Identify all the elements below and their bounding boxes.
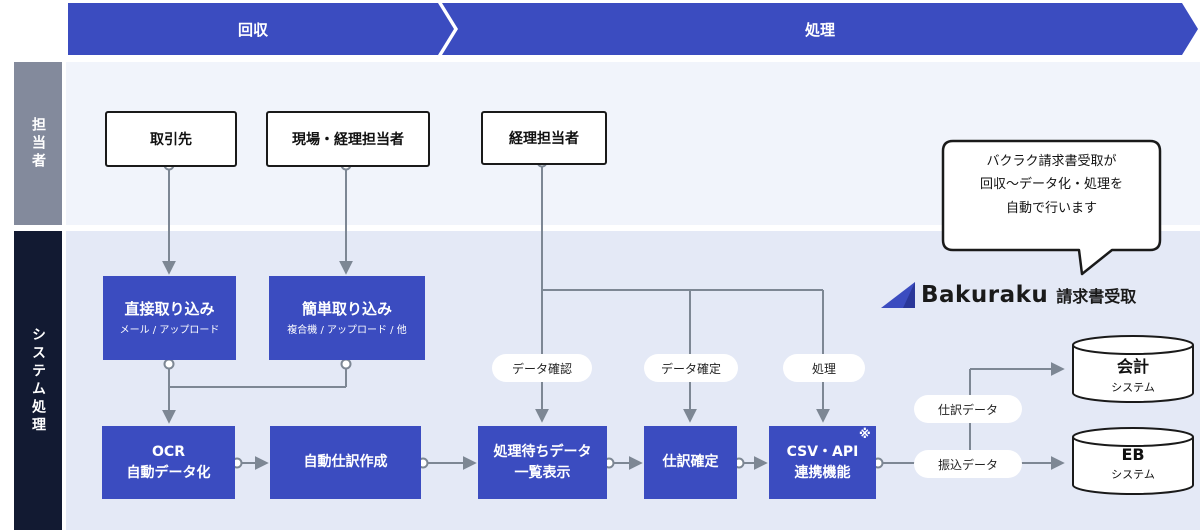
phase-arrows [68, 3, 1198, 55]
phase-collect-label: 回収 [237, 20, 268, 39]
pill-journal-data: 仕訳データ [914, 395, 1022, 423]
easy-import-title: 簡単取り込み [301, 300, 392, 319]
process-pending-list: 処理待ちデータ 一覧表示 [478, 426, 607, 499]
actor-accounting: 経理担当者 [481, 111, 607, 165]
pill-process: 処理 [783, 354, 865, 382]
pill-data-check: データ確認 [492, 354, 592, 382]
phase-process-label: 処理 [804, 20, 835, 39]
lane-system-bg [66, 231, 1200, 530]
easy-import-sub: 複合機 / アップロード / 他 [287, 324, 407, 336]
system-eb: EB システム [1073, 445, 1193, 482]
pending-line1: 処理待ちデータ [493, 444, 592, 461]
actor-supplier: 取引先 [105, 111, 237, 167]
phase-collect-arrow [68, 3, 454, 55]
brand-logo: Bakuraku 請求書受取 [881, 282, 1136, 308]
pill-transfer-data: 振込データ [914, 450, 1022, 478]
system-accounting: 会計 システム [1073, 353, 1193, 395]
bubble-line3: 自動で行います [1005, 200, 1097, 216]
process-auto-journal: 自動仕訳作成 [270, 426, 421, 499]
eb-system-title: EB [1121, 445, 1145, 464]
csv-line2: 連携機能 [794, 464, 851, 481]
brand-product: 請求書受取 [1056, 287, 1137, 306]
ocr-line2: 自動データ化 [126, 464, 211, 481]
speech-bubble-text: バクラク請求書受取が 回収〜データ化・処理を 自動で行います [945, 150, 1158, 220]
direct-import-title: 直接取り込み [124, 300, 215, 319]
lane-staff-label: 担当者 [14, 62, 62, 225]
actor-site-accounting: 現場・経理担当者 [266, 111, 430, 167]
eb-db-body [1072, 437, 1194, 495]
accounting-db-body [1072, 345, 1194, 403]
process-easy-import: 簡単取り込み 複合機 / アップロード / 他 [269, 276, 425, 360]
process-journal-confirm: 仕訳確定 [644, 426, 737, 499]
accounting-db-top [1072, 335, 1194, 355]
eb-db-top [1072, 427, 1194, 447]
accounting-system-sub: システム [1111, 381, 1155, 394]
csv-line1: CSV・API [786, 444, 859, 461]
process-ocr: OCR 自動データ化 [102, 426, 235, 499]
bubble-line2: 回収〜データ化・処理を [979, 177, 1123, 193]
process-direct-import: 直接取り込み メール / アップロード [103, 276, 236, 360]
direct-import-sub: メール / アップロード [119, 324, 220, 336]
bubble-line1: バクラク請求書受取が [986, 154, 1117, 169]
pill-data-confirm: データ確定 [644, 354, 738, 382]
phase-process-arrow [442, 3, 1198, 55]
lane-system-label: システム処理 [14, 231, 62, 530]
bakuraku-logo-icon [881, 282, 915, 308]
brand-name: Bakuraku [921, 282, 1049, 308]
ocr-line1: OCR [152, 444, 185, 461]
eb-system-sub: システム [1111, 468, 1155, 481]
pending-line2: 一覧表示 [514, 464, 571, 481]
speech-bubble-shape [941, 139, 1162, 276]
csv-note-mark: ※ [859, 427, 871, 441]
accounting-system-title: 会計 [1116, 357, 1149, 376]
process-csv-api: CSV・API 連携機能 [769, 426, 876, 499]
